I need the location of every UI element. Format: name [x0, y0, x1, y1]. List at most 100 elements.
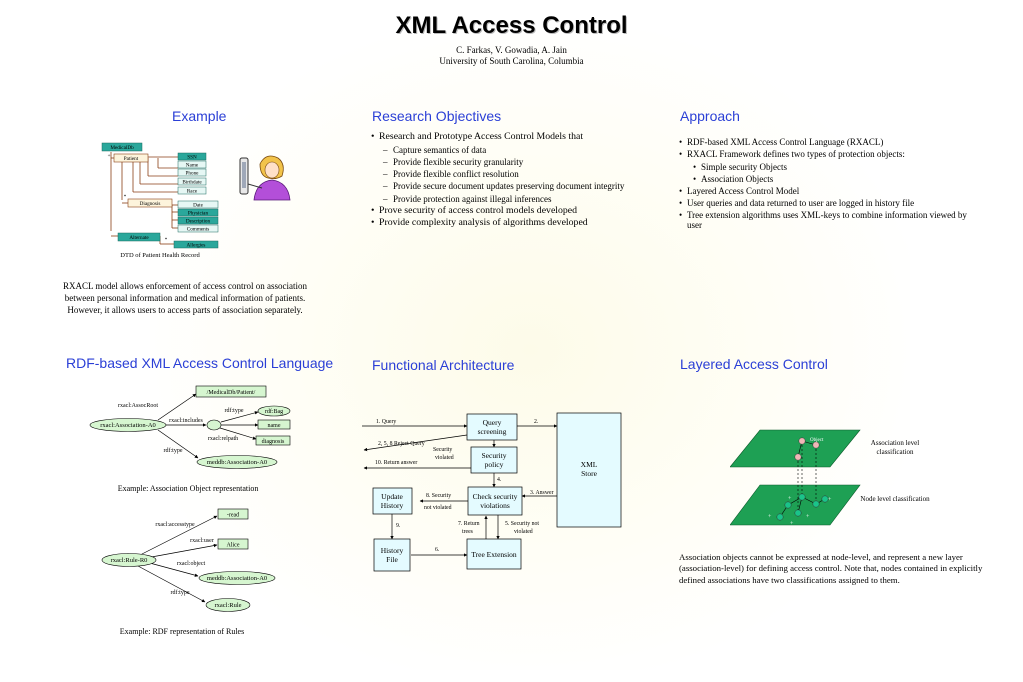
- fa-label-3: 3. Answer: [530, 490, 554, 496]
- rules-subject-node: rxacl:Rule-R0: [111, 557, 148, 564]
- dtd-node-race: Race: [187, 189, 198, 195]
- dtd-node-name: Name: [186, 163, 199, 169]
- layered-plus-3: +: [768, 514, 772, 520]
- fa-label-7a: 7. Return: [458, 521, 480, 527]
- research-list: Research and Prototype Access Control Mo…: [371, 131, 671, 230]
- dtd-mark-plus: +: [108, 154, 111, 159]
- fa-label-8b: not violated: [424, 505, 452, 511]
- rules-type-node: rxacl:Rule: [214, 602, 241, 609]
- dtd-node-physician: Physician: [188, 211, 209, 217]
- example-description-line-3: However, it allows users to access parts…: [67, 304, 303, 315]
- research-item: Provide complexity analysis of algorithm…: [371, 217, 671, 230]
- fa-label-4: 4.: [497, 477, 502, 483]
- dtd-caption: DTD of Patient Health Record: [120, 252, 200, 259]
- rdf-includes-label: rxacl:includes: [169, 418, 203, 424]
- fa-label-5b: violated: [514, 529, 533, 535]
- layered-description: Association objects cannot be expressed …: [679, 552, 983, 585]
- dtd-node-comments: Comments: [187, 227, 209, 233]
- example-description-line-2: between personal information and medical…: [64, 292, 306, 303]
- approach-title: Approach: [680, 108, 740, 124]
- example-description-line-1: RXACL model allows enforcement of access…: [62, 281, 308, 291]
- rules-read-node: -read: [227, 513, 239, 519]
- research-item: Provide protection against illegal infer…: [371, 193, 671, 206]
- rdf-assocroot-label: rxacl:AssocRoot: [118, 403, 158, 409]
- approach-item: Association Objects: [679, 173, 979, 186]
- rdf-type-label-2: rdf:type: [164, 447, 183, 454]
- approach-item: RDF-based XML Access Control Language (R…: [679, 136, 979, 149]
- dtd-node-birthdate: Birthdate: [182, 180, 202, 186]
- research-item: Provide flexible security granularity: [371, 156, 671, 169]
- dtd-node-ssn: SSN: [187, 155, 197, 161]
- dtd-node-diagnosis: Diagnosis: [140, 201, 161, 207]
- dtd-node-phone: Phone: [186, 171, 200, 177]
- dtd-node-description: Description: [186, 219, 211, 225]
- rdf-title: RDF-based XML Access Control Language: [66, 355, 334, 371]
- dtd-node-date: Date: [193, 203, 203, 209]
- rdf-diagnosis-node: diagnosis: [262, 439, 285, 445]
- dtd-node-patient: Patient: [124, 156, 139, 162]
- authors: C. Farkas, V. Gowadia, A. Jain: [456, 45, 567, 55]
- node-level-label: Node level classification: [860, 495, 930, 503]
- dtd-node-medicaldb: MedicalDb: [110, 145, 134, 151]
- rdf-association-type: meddb:Association-A0: [207, 459, 267, 466]
- dtd-diagram: MedicalDb Patient SSN Name Phone Birthda…: [101, 142, 219, 249]
- rdf-bag-node: rdf:Bag: [265, 408, 283, 415]
- approach-item: Simple security Objects: [679, 161, 979, 174]
- user-computer-clipart: [239, 155, 291, 201]
- layered-diagram: Object + + + + +: [730, 429, 861, 527]
- fa-label-6: 6.: [435, 547, 440, 553]
- association-level-label: Association level classification: [870, 439, 920, 456]
- rdf-association-subject: rxacl:Association-A0: [100, 422, 156, 429]
- layered-plus-1: +: [828, 497, 832, 503]
- dtd-mark-star-1: *: [124, 195, 127, 200]
- dtd-node-allergies: Allergies: [187, 243, 206, 249]
- layered-object-label: Object: [810, 438, 824, 443]
- rules-object-label: rxacl:object: [177, 561, 206, 567]
- example-description: RXACL model allows enforcement of access…: [50, 281, 320, 316]
- rules-accesstype-label: rxacl:accesstype: [155, 522, 195, 528]
- research-item: Research and Prototype Access Control Mo…: [371, 131, 671, 144]
- approach-item: Layered Access Control Model: [679, 185, 979, 198]
- association-object-diagram: /MedicalDb/Patient/ rxacl:AssocRoot rxac…: [89, 385, 291, 469]
- approach-list: RDF-based XML Access Control Language (R…: [679, 136, 979, 230]
- fa-label-1: 1. Query: [376, 419, 396, 425]
- layered-plus-5: +: [806, 514, 810, 520]
- rules-user-label: rxacl:user: [190, 538, 214, 544]
- rdf-name-node: name: [268, 423, 281, 429]
- layered-plus-4: +: [790, 521, 794, 527]
- research-title: Research Objectives: [372, 108, 502, 124]
- dtd-node-alternate: Alternate: [129, 235, 149, 241]
- association-caption: Example: Association Object representati…: [117, 484, 259, 493]
- dtd-mark-star-2: *: [165, 238, 168, 243]
- rules-diagram: rxacl:accesstype -read rxacl:user Alice …: [101, 508, 276, 612]
- rules-caption: Example: RDF representation of Rules: [119, 627, 245, 636]
- research-item: Prove security of access control models …: [371, 205, 671, 218]
- approach-item: User queries and data returned to user a…: [679, 197, 979, 210]
- approach-item: RXACL Framework defines two types of pro…: [679, 148, 979, 161]
- fa-label-9: 9.: [396, 523, 401, 529]
- rules-object-node: meddb:Association-A0: [207, 575, 267, 582]
- fa-label-8a: 8. Security: [426, 493, 451, 499]
- layered-title: Layered Access Control: [680, 356, 828, 372]
- fa-tree-extension: Tree Extension: [471, 550, 517, 559]
- example-title: Example: [172, 108, 227, 124]
- research-item: Provide secure document updates preservi…: [371, 180, 671, 193]
- fa-label-258-b: Security: [433, 447, 452, 453]
- fa-label-5a: 5. Security not: [505, 521, 539, 527]
- approach-item: Tree extension algorithms uses XML-keys …: [679, 210, 979, 230]
- functional-title: Functional Architecture: [372, 357, 515, 373]
- layered-plus-2: +: [788, 496, 792, 502]
- fa-label-7b: trees: [462, 529, 474, 535]
- rdf-root-label: /MedicalDb/Patient/: [207, 390, 256, 396]
- fa-label-10: 10. Return answer: [375, 460, 417, 466]
- rules-type-label: rdf:type: [171, 589, 190, 596]
- fa-label-258-c: violated: [435, 455, 454, 461]
- research-item: Capture semantics of data: [371, 144, 671, 157]
